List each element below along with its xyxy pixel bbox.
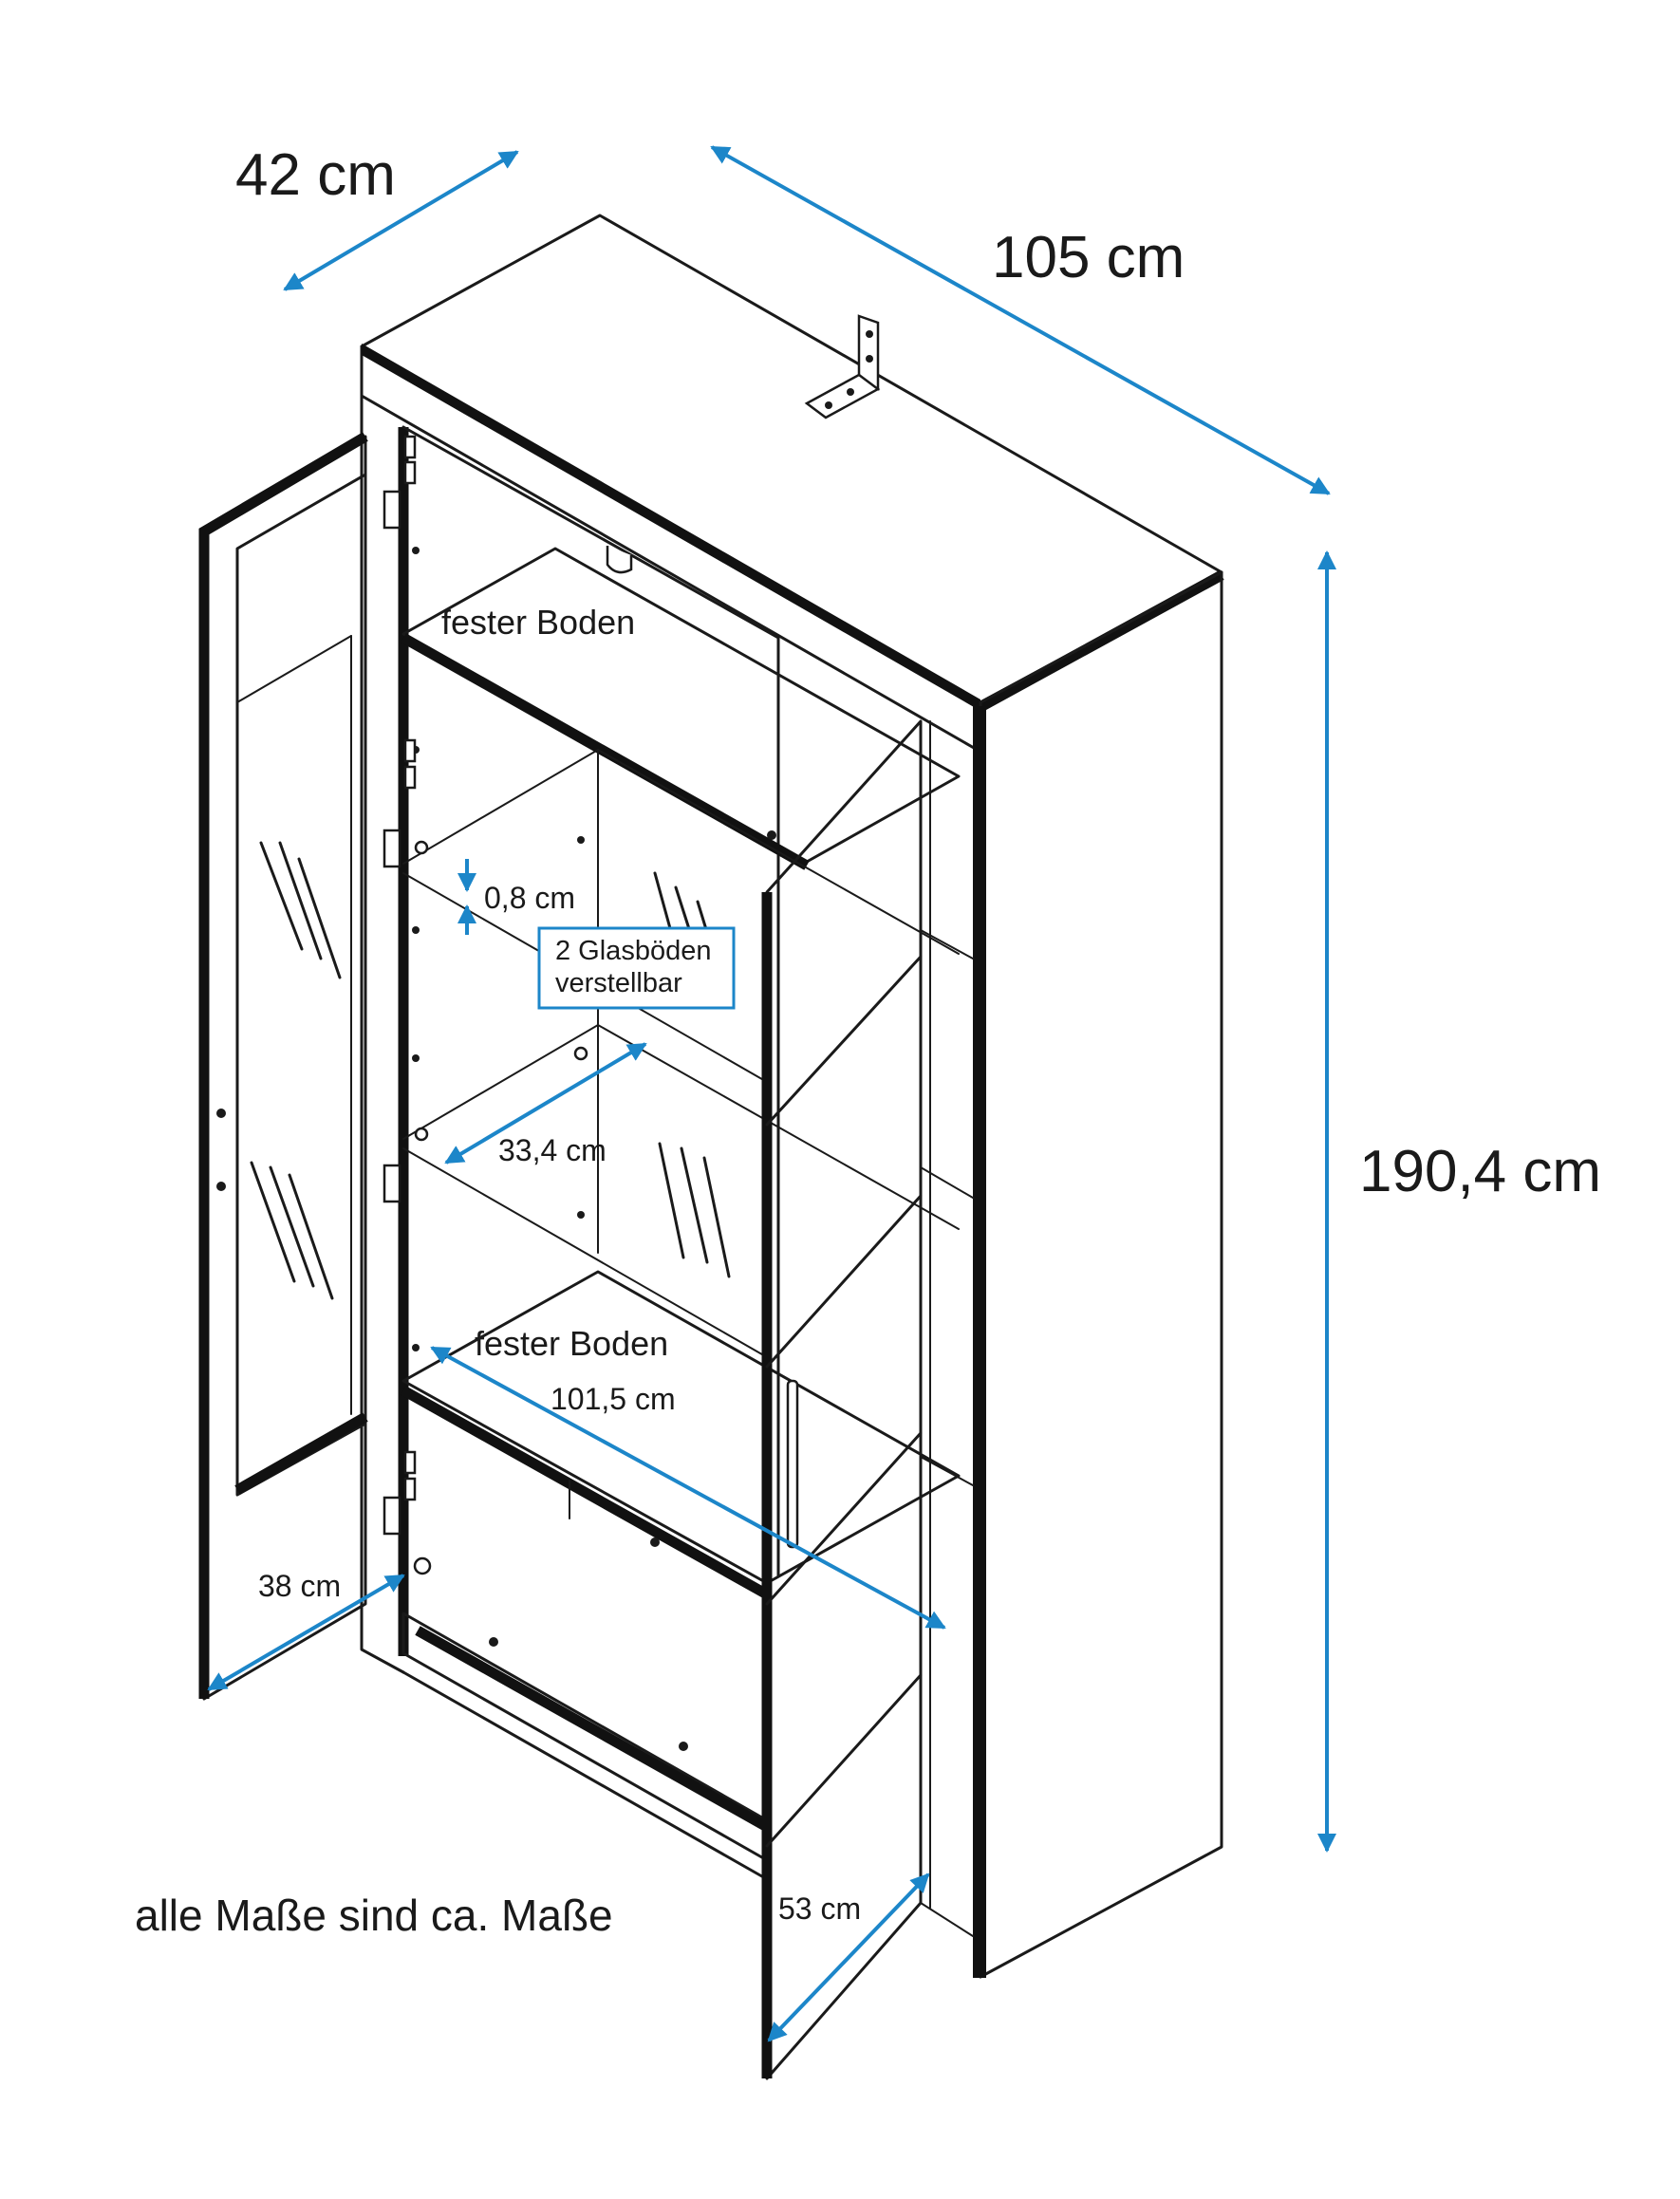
approximate-dimensions-note: alle Maße sind ca. Maße <box>135 1891 613 1940</box>
door-handle-icon <box>786 1379 799 1549</box>
top-shelf-label: fester Boden <box>441 603 635 642</box>
dimension-line-shelf-depth <box>444 1042 647 1165</box>
dimension-line-width <box>710 145 1331 495</box>
cabinet-right-side <box>979 570 1223 1979</box>
dimension-labels: 42 cm 105 cm 190,4 cm fester Boden 0,8 c… <box>135 142 1601 1940</box>
left-glass-door <box>198 432 368 1701</box>
door-hinges-left <box>383 435 417 1536</box>
shelf-depth-label: 33,4 cm <box>498 1133 607 1167</box>
glass-shelves-label-line1: 2 Glasböden <box>555 936 711 966</box>
shelf-clip-icon <box>606 546 633 574</box>
right-door-width-label: 53 cm <box>778 1892 861 1926</box>
dimension-line-left-door <box>207 1574 405 1691</box>
width-label: 105 cm <box>992 225 1185 290</box>
glass-shelves-label-line2: verstellbar <box>555 968 682 998</box>
dimension-line-inner-width <box>430 1346 946 1630</box>
dimension-line-depth <box>283 150 519 291</box>
height-label: 190,4 cm <box>1359 1139 1601 1204</box>
glass-thickness-label: 0,8 cm <box>484 881 575 915</box>
dimension-lines <box>207 145 1336 2042</box>
left-door-width-label: 38 cm <box>258 1569 341 1603</box>
bottom-shelf-label: fester Boden <box>475 1324 668 1363</box>
dimension-line-right-door <box>767 1873 930 2042</box>
depth-label: 42 cm <box>235 142 396 208</box>
bottom-fixed-shelf <box>401 1270 961 1585</box>
inner-width-label: 101,5 cm <box>551 1382 676 1416</box>
glass-shelves-label-box <box>537 926 736 1010</box>
wall-bracket-icon <box>804 314 881 419</box>
